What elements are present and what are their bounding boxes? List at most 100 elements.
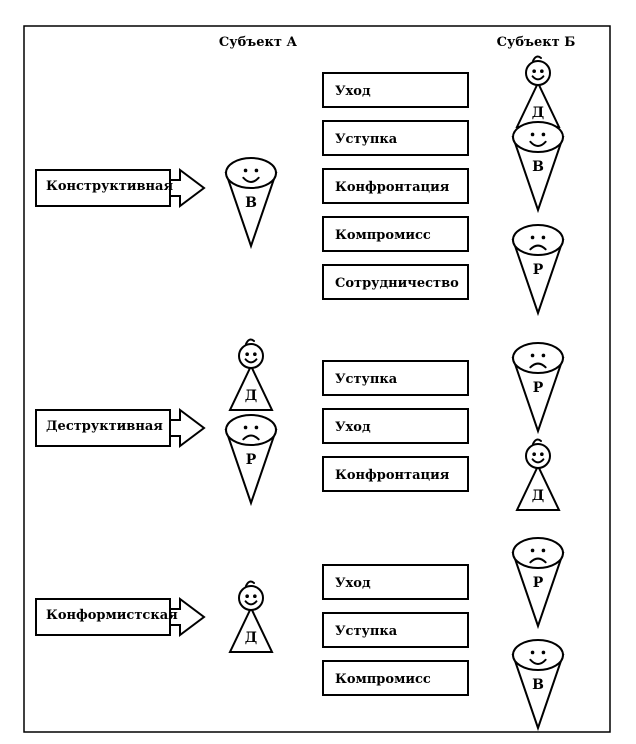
group-0: КонструктивнаяВУходУступкаКонфронтацияКо…	[35, 55, 565, 317]
strategy-box	[322, 660, 469, 696]
eye	[541, 548, 546, 553]
strategy-box	[322, 360, 469, 396]
pyramid-body	[228, 363, 274, 411]
pyramid-figure: Д	[228, 338, 274, 411]
strategy-label: Уступка	[335, 372, 398, 387]
figure-letter: В	[532, 677, 544, 693]
eye	[253, 352, 257, 357]
hair-curl	[245, 338, 255, 345]
pyramid-body	[228, 605, 274, 653]
header-subject-b: Субъект Б	[497, 35, 576, 50]
mouth-smile	[244, 358, 258, 364]
strategy-label: Конфронтация	[335, 468, 450, 483]
mouth-smile	[529, 658, 547, 666]
cone-face	[225, 414, 277, 446]
mouth-smile	[531, 458, 545, 464]
strategy-label: Компромисс	[335, 228, 431, 243]
figure-letter: Д	[532, 105, 544, 121]
eye	[243, 168, 248, 173]
figure-letter: Р	[246, 452, 257, 468]
cone-face	[512, 537, 564, 569]
figure-letter: Р	[533, 262, 544, 278]
eye	[541, 650, 546, 655]
behavior-type-box	[35, 169, 171, 207]
mouth-sad	[529, 244, 547, 251]
mouth-sad	[529, 557, 547, 564]
mouth-smile	[531, 75, 545, 81]
eye	[540, 452, 544, 457]
strategy-label: Конфронтация	[335, 180, 450, 195]
pyramid-body	[515, 463, 561, 511]
behavior-type-label: Деструктивная	[46, 419, 163, 434]
figure-letter: В	[532, 159, 544, 175]
hair-curl	[532, 55, 542, 62]
cone-face	[225, 157, 277, 189]
eye	[532, 452, 536, 457]
pyramid-head	[525, 60, 551, 86]
strategy-label: Уход	[335, 576, 371, 591]
strategy-label: Уход	[335, 420, 371, 435]
pyramid-figure: Д	[228, 580, 274, 653]
hair-curl	[532, 438, 542, 445]
figure-letter: Д	[245, 388, 257, 404]
cone-figure: В	[511, 121, 565, 214]
arrow-icon	[169, 408, 206, 448]
header-subject-a: Субъект А	[219, 35, 298, 50]
figure-letter: В	[245, 195, 257, 211]
figure-letter: Д	[532, 488, 544, 504]
strategy-label: Компромисс	[335, 672, 431, 687]
pyramid-head	[238, 343, 264, 369]
eye	[253, 594, 257, 598]
eye	[243, 425, 248, 430]
pyramid-head	[525, 443, 551, 469]
arrow-icon	[169, 597, 206, 637]
eye	[530, 132, 535, 137]
strategy-label: Уступка	[335, 624, 398, 639]
mouth-smile	[242, 176, 260, 184]
mouth-sad	[529, 362, 547, 369]
mouth-sad	[242, 434, 260, 441]
strategy-label: Уход	[335, 84, 371, 99]
mouth-smile	[529, 140, 547, 148]
strategy-box	[322, 612, 469, 648]
cone-figure: Р	[511, 224, 565, 317]
cone-face	[512, 121, 564, 153]
cone-face	[512, 639, 564, 671]
figure-letter: Д	[245, 630, 257, 646]
eye	[530, 235, 535, 240]
strategy-box	[322, 264, 469, 300]
figure-letter: Р	[533, 380, 544, 396]
eye	[541, 353, 546, 358]
strategy-box	[322, 564, 469, 600]
eye	[245, 352, 249, 357]
pyramid-figure: Д	[515, 438, 561, 511]
strategy-box	[322, 216, 469, 252]
strategy-label: Сотрудничество	[335, 276, 459, 291]
figure-letter: Р	[533, 575, 544, 591]
strategy-box	[322, 168, 469, 204]
pyramid-head	[238, 585, 264, 611]
behavior-type-label: Конструктивная	[46, 179, 173, 194]
eye	[254, 425, 259, 430]
eye	[541, 235, 546, 240]
mouth-smile	[244, 600, 258, 606]
cone-figure: В	[224, 157, 278, 250]
eye	[540, 69, 544, 73]
eye	[245, 594, 249, 598]
cone-figure: Р	[511, 342, 565, 435]
strategy-box	[322, 120, 469, 156]
behavior-type-label: Конформистская	[46, 608, 178, 623]
groups-layer: КонструктивнаяВУходУступкаКонфронтацияКо…	[35, 55, 565, 732]
eye	[532, 69, 536, 73]
strategy-box	[322, 72, 469, 108]
eye	[530, 353, 535, 358]
eye	[254, 168, 259, 173]
strategy-label: Уступка	[335, 132, 398, 147]
strategy-box	[322, 408, 469, 444]
cone-figure: В	[511, 639, 565, 732]
eye	[541, 132, 546, 137]
pyramid-figure: Д	[515, 55, 561, 128]
cone-face	[512, 342, 564, 374]
